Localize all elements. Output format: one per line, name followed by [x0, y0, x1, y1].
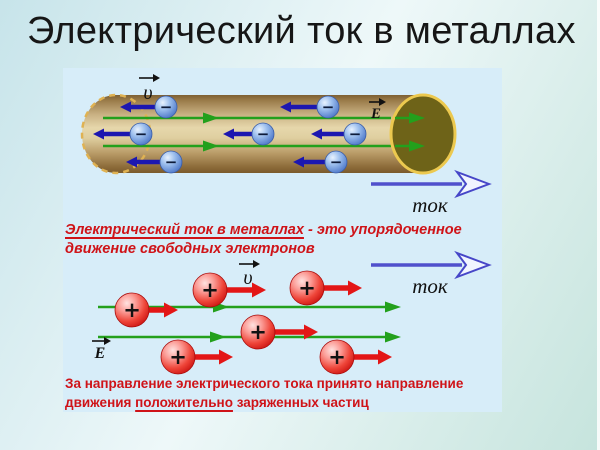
plus-sign: +	[169, 345, 187, 369]
rule-before: За направление электрического тока приня…	[65, 376, 464, 410]
positive-ion: +	[114, 292, 178, 328]
electron: −	[120, 95, 178, 119]
electrons-group: − − − − −	[93, 95, 367, 174]
velocity-symbol: υ	[243, 267, 252, 289]
definition-underlined: Электрический ток в металлах	[65, 222, 304, 238]
current-label: ток	[412, 193, 448, 217]
current-arrow	[371, 250, 492, 280]
minus-sign: −	[135, 125, 148, 143]
plus-sign: +	[328, 345, 346, 369]
positive-ion: +	[289, 270, 362, 306]
electron: −	[93, 122, 153, 146]
electron: −	[293, 150, 348, 174]
positive-charges-diagram: ток υ + +	[92, 250, 492, 375]
positive-ion: +	[240, 314, 318, 350]
plus-sign: +	[123, 298, 141, 322]
minus-sign: −	[349, 125, 362, 143]
page-title: Электрический ток в металлах	[27, 10, 576, 52]
plus-sign: +	[249, 320, 267, 344]
velocity-vector-label: υ	[239, 260, 260, 289]
field-line-arrowhead	[210, 331, 226, 343]
conductor-diagram: − − − − −	[80, 74, 492, 217]
positive-ions-group: + + + + +	[114, 270, 392, 375]
conductor-end-cap	[389, 93, 457, 175]
field-vector-label: E	[369, 98, 386, 122]
rule-after: заряженных частиц	[232, 395, 369, 410]
electron: −	[223, 122, 275, 146]
velocity-vector-label: υ	[139, 74, 160, 104]
plus-sign: +	[298, 276, 316, 300]
electron: −	[311, 122, 367, 146]
minus-sign: −	[322, 98, 335, 116]
field-symbol: E	[94, 345, 106, 362]
definition-rest: - это упорядоченное движение свободных э…	[65, 222, 462, 257]
current-label: ток	[412, 274, 448, 298]
field-vector-label: E	[92, 337, 111, 362]
minus-sign: −	[257, 125, 270, 143]
minus-sign: −	[160, 98, 173, 116]
field-symbol: E	[370, 106, 381, 122]
current-arrow	[371, 169, 492, 199]
positive-ion: +	[319, 339, 392, 375]
definition-text: Электрический ток в металлах - это упоря…	[65, 221, 497, 259]
slide-edge-highlight	[597, 0, 600, 450]
minus-sign: −	[165, 153, 178, 171]
electron: −	[280, 95, 340, 119]
positive-ion: +	[192, 272, 266, 308]
rule-underlined: положительно	[135, 395, 233, 410]
velocity-symbol: υ	[143, 82, 152, 104]
positive-ion: +	[160, 339, 233, 375]
minus-sign: −	[330, 153, 343, 171]
electron: −	[126, 150, 183, 174]
rule-text: За направление электрического тока приня…	[65, 374, 497, 412]
field-line-arrowhead	[203, 140, 219, 152]
field-line-arrowhead	[203, 112, 219, 124]
plus-sign: +	[201, 278, 219, 302]
field-lines	[103, 116, 391, 148]
